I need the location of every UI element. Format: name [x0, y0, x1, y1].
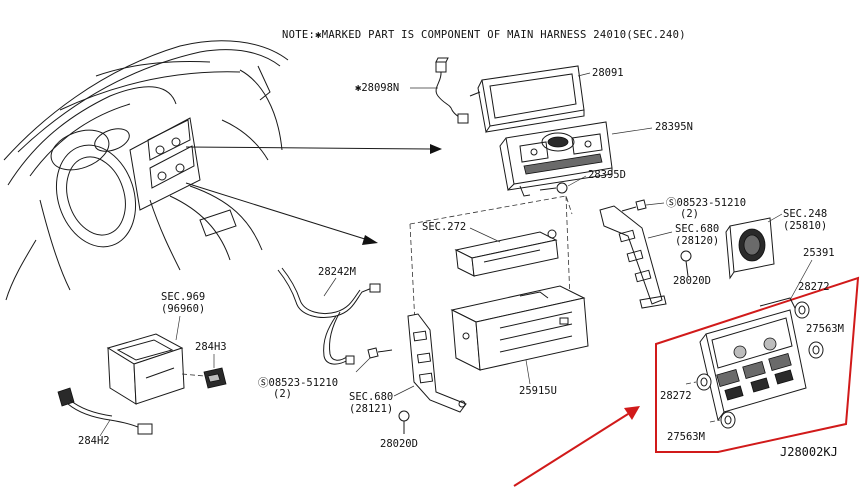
- bolt-08523-top-part: [621, 199, 665, 212]
- label-28020d-bottom: 28020D: [380, 438, 418, 450]
- usb-socket-284h3-part: [181, 367, 227, 389]
- label-25915u: 25915U: [519, 385, 557, 397]
- climate-panel-25391-part: [699, 297, 807, 422]
- label-sec680-top: SEC.680: [675, 223, 719, 235]
- highlight-arrow: [513, 406, 640, 487]
- harness-28098n-part: [435, 57, 469, 124]
- label-sec248: SEC.248: [783, 208, 827, 220]
- label-sec680-bottom-sub: (28121): [349, 403, 393, 415]
- label-sec680-bottom: SEC.680: [349, 391, 393, 403]
- knob-27563m-bottom-part: [709, 411, 736, 429]
- module-sec272-part: [454, 229, 559, 277]
- label-284h3: 284H3: [195, 341, 227, 353]
- label-sec248-sub: (25810): [783, 220, 827, 232]
- knob-28272-top-part: [794, 301, 810, 319]
- label-28395d: 28395D: [588, 169, 626, 181]
- harness-note: NOTE:✱MARKED PART IS COMPONENT OF MAIN H…: [282, 29, 686, 41]
- highlight-box-25391: [655, 276, 860, 453]
- label-08523-top: Ⓢ08523-51210: [666, 197, 746, 209]
- label-28091: 28091: [592, 67, 624, 79]
- label-28395n: 28395N: [655, 121, 693, 133]
- label-08523-bottom-qty: (2): [273, 388, 292, 400]
- console-box-sec969-part: [106, 333, 185, 405]
- label-28272-top: 28272: [798, 281, 830, 293]
- radio-unit-25915u-part: [450, 285, 589, 371]
- label-28098n: ✱28098N: [355, 82, 399, 94]
- screw-28395d-part: [539, 182, 568, 194]
- label-sec680-top-sub: (28120): [675, 235, 719, 247]
- screw-28020d-top-part: [680, 250, 692, 277]
- label-25391: 25391: [803, 247, 835, 259]
- label-27563m-top: 27563M: [806, 323, 844, 335]
- screw-28020d-bottom-part: [398, 410, 410, 434]
- label-08523-top-qty: (2): [680, 208, 699, 220]
- display-28091-part: [469, 65, 585, 134]
- speaker-sec248-part: [725, 217, 775, 280]
- label-28272-bottom: 28272: [660, 390, 692, 402]
- dashboard-illustration: [3, 40, 289, 301]
- label-sec969-sub: (96960): [161, 303, 205, 315]
- label-28020d-top: 28020D: [673, 275, 711, 287]
- label-sec272: SEC.272: [422, 221, 466, 233]
- cable-28242m-part: [277, 267, 381, 365]
- bolt-08523-bottom-part: [355, 347, 393, 373]
- label-27563m-bottom: 27563M: [667, 431, 705, 443]
- bracket-sec680-28120-part: [599, 205, 667, 309]
- diagram-id: J28002KJ: [780, 445, 838, 459]
- knob-28272-bottom-part: [685, 373, 712, 391]
- pointer-arrows: [185, 144, 442, 245]
- label-284h2: 284H2: [78, 435, 110, 447]
- usb-cable-284h2-part: [57, 387, 153, 435]
- label-sec969: SEC.969: [161, 291, 205, 303]
- knob-27563m-top-part: [808, 341, 824, 359]
- label-28242m: 28242M: [318, 266, 356, 278]
- bracket-sec680-28121-part: [407, 313, 467, 413]
- control-unit-28395n-part: [499, 121, 613, 197]
- label-08523-bottom: Ⓢ08523-51210: [258, 377, 338, 389]
